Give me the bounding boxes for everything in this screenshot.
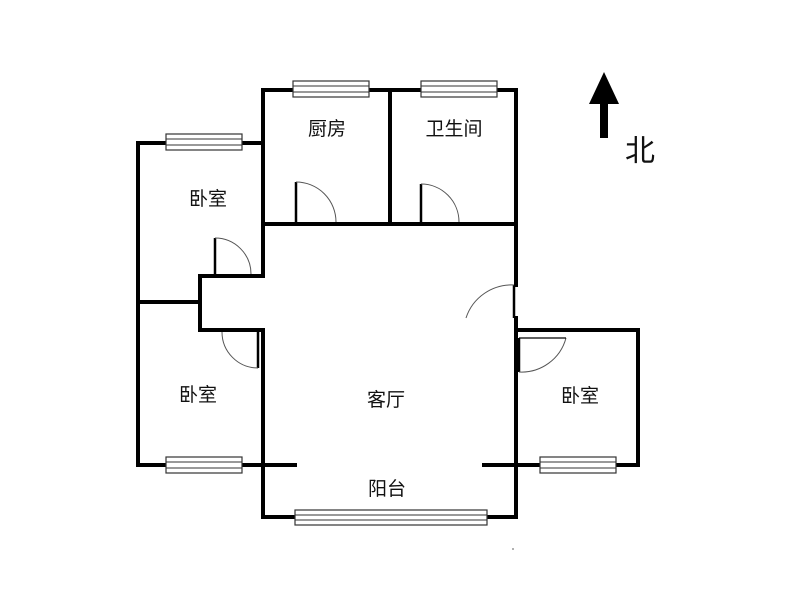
door-bedroom-sw [221, 331, 260, 369]
label-living-room: 客厅 [367, 389, 405, 411]
window-bedroom-east [539, 456, 617, 474]
compass: 北 [589, 72, 655, 169]
label-balcony: 阳台 [368, 478, 406, 500]
north-label: 北 [625, 134, 655, 169]
window-balcony [294, 509, 488, 526]
label-kitchen: 厨房 [308, 118, 346, 140]
wall-east-bedroom [514, 328, 640, 467]
door-bathroom [419, 183, 460, 223]
window-bathroom [420, 80, 498, 98]
label-bedroom-nw: 卧室 [189, 188, 227, 210]
windows [165, 80, 617, 526]
door-bedroom-nw [213, 237, 252, 275]
plan-dot [512, 548, 514, 550]
label-bedroom-sw: 卧室 [179, 384, 217, 406]
wall-corridor-notch [198, 274, 265, 332]
window-bedroom-nw [165, 133, 243, 151]
label-bedroom-east: 卧室 [561, 385, 599, 407]
door-living-east [465, 284, 516, 319]
room-labels: 厨房 卫生间 卧室 卧室 客厅 卧室 阳台 [179, 118, 599, 500]
door-bedroom-east [517, 337, 567, 373]
door-kitchen [294, 181, 337, 223]
label-bathroom: 卫生间 [425, 118, 482, 140]
north-arrow-icon [589, 72, 619, 138]
window-kitchen [292, 80, 370, 98]
window-bedroom-sw [165, 456, 243, 474]
walls [136, 88, 640, 519]
doors [213, 181, 567, 373]
